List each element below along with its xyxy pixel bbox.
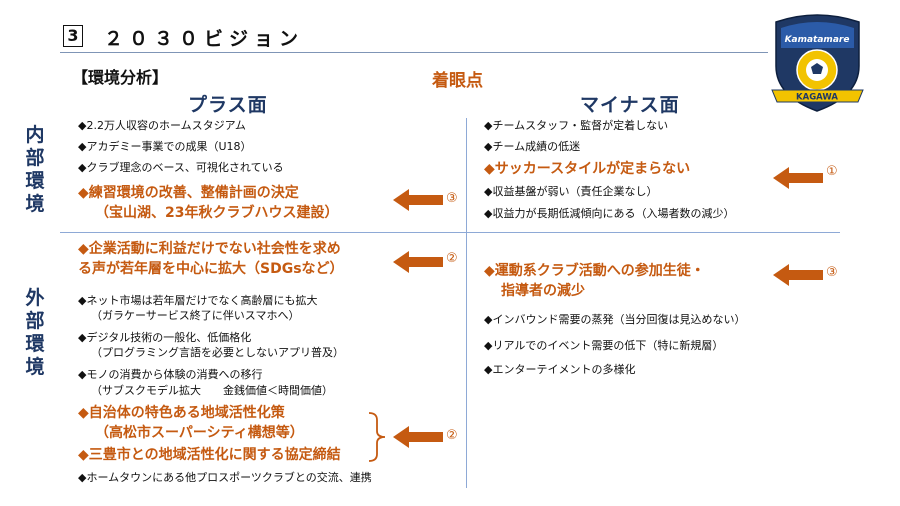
list-item: ◆デジタル技術の一般化、低価格化: [78, 331, 252, 344]
marker-number: ②: [446, 251, 458, 266]
focus-label: 着眼点: [432, 71, 483, 91]
row-label-internal: 内部環境: [25, 124, 45, 215]
highlight-item: ◆自治体の特色ある地域活性化策: [78, 405, 285, 421]
left-arrow-icon: [393, 426, 443, 448]
marker-number: ②: [446, 428, 458, 443]
list-item: ◆チームスタッフ・監督が定着しない: [484, 119, 669, 132]
row-label-external: 外部環境: [25, 287, 45, 378]
highlight-item: ◆運動系クラブ活動への参加生徒・: [484, 263, 705, 279]
highlight-item-detail: る声が若年層を中心に拡大（SDGsなど）: [78, 261, 344, 277]
left-arrow-icon: [773, 264, 823, 286]
list-item: ◆エンターテイメントの多様化: [484, 363, 636, 376]
highlight-item: ◆サッカースタイルが定まらない: [484, 161, 691, 177]
list-item: ◆収益基盤が弱い（責任企業なし）: [484, 185, 658, 198]
list-item-detail: （プログラミング言語を必要としないアプリ普及）: [91, 346, 344, 359]
vertical-divider: [466, 118, 467, 488]
list-item: ◆ネット市場は若年層だけでなく高齢層にも拡大: [78, 294, 318, 307]
list-item: ◆チーム成績の低迷: [484, 140, 581, 153]
list-item: ◆ホームタウンにある他プロスポーツクラブとの交流、連携: [78, 471, 372, 484]
highlight-item-detail: 指導者の減少: [501, 283, 585, 299]
marker-number: ①: [826, 164, 838, 179]
highlight-item: ◆三豊市との地域活性化に関する協定締結: [78, 447, 341, 463]
svg-text:KAGAWA: KAGAWA: [796, 93, 838, 103]
horizontal-divider: [60, 232, 840, 233]
left-arrow-icon: [393, 251, 443, 273]
list-item: ◆モノの消費から体験の消費への移行: [78, 368, 263, 381]
plus-heading: プラス面: [188, 94, 268, 116]
title-underline: [60, 52, 768, 53]
section-label: 【環境分析】: [72, 68, 169, 87]
page-title: ２０３０ビジョン: [104, 28, 305, 50]
highlight-item-detail: （宝山湖、23年秋クラブハウス建設）: [95, 205, 339, 221]
svg-text:Kamatamare: Kamatamare: [785, 35, 850, 45]
left-arrow-icon: [393, 189, 443, 211]
list-item: ◆収益力が長期低減傾向にある（入場者数の減少）: [484, 207, 735, 220]
minus-heading: マイナス面: [580, 94, 680, 116]
club-logo: Kamatamare KAGAWA: [771, 14, 864, 112]
list-item-detail: （サブスクモデル拡大 金銭価値＜時間価値）: [91, 384, 333, 397]
highlight-item: ◆練習環境の改善、整備計画の決定: [78, 185, 299, 201]
left-arrow-icon: [773, 167, 823, 189]
list-item: ◆クラブ理念のベース、可視化されている: [78, 161, 284, 174]
marker-number: ③: [826, 265, 838, 280]
brace-icon: [368, 412, 386, 462]
highlight-item: ◆企業活動に利益だけでない社会性を求め: [78, 241, 341, 257]
marker-number: ③: [446, 191, 458, 206]
list-item-detail: （ガラケーサービス終了に伴いスマホへ）: [91, 309, 300, 322]
list-item: ◆アカデミー事業での成果（U18）: [78, 140, 252, 153]
list-item: ◆インバウンド需要の蒸発（当分回復は見込めない）: [484, 313, 746, 326]
list-item: ◆リアルでのイベント需要の低下（特に新規層）: [484, 339, 724, 352]
title-number-box: 3: [63, 25, 83, 47]
highlight-item-detail: （高松市スーパーシティ構想等）: [95, 425, 304, 441]
list-item: ◆2.2万人収容のホームスタジアム: [78, 119, 246, 132]
